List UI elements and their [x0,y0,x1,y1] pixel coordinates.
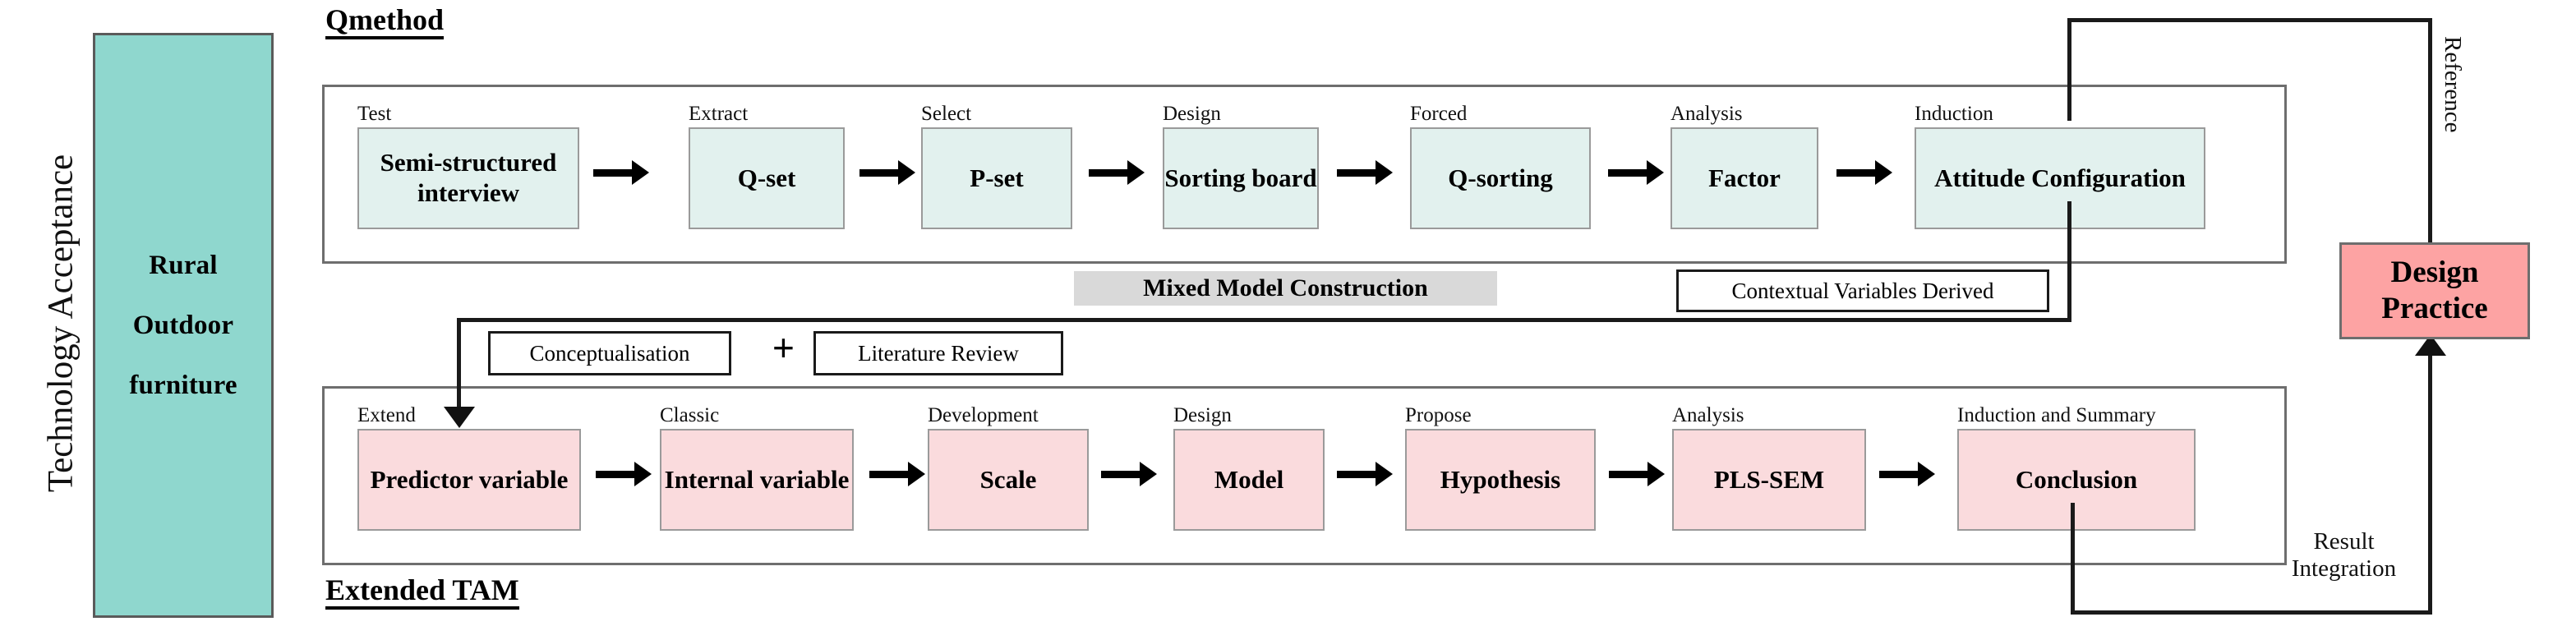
connector-result-down-segment [2071,503,2075,615]
tam-step-6-box[interactable]: PLS-SEM [1672,429,1866,531]
qmethod-step-5-caption: Forced [1410,103,1468,125]
tam-arrow-4 [1337,462,1393,486]
design-practice-line-1: Design [2390,255,2479,289]
connector-reference-up-segment [2067,18,2071,121]
qmethod-step-7-box[interactable]: Attitude Configuration [1915,127,2205,229]
tam-arrow-2 [869,462,925,486]
tam-step-2-caption: Classic [660,404,720,426]
tam-arrow-6 [1879,462,1935,486]
tam-step-7-box[interactable]: Conclusion [1957,429,2196,531]
tam-step-4-box[interactable]: Model [1173,429,1325,531]
result-integration-line-1: Result [2313,528,2375,555]
subject-line-3: furniture [129,370,237,400]
tam-step-1-box[interactable]: Predictor variable [357,429,581,531]
qmethod-row-container [322,85,2287,264]
qmethod-step-7-caption: Induction [1915,103,1993,125]
qmethod-step-2-caption: Extract [689,103,749,125]
qmethod-step-6-caption: Analysis [1670,103,1743,125]
qmethod-step-6-box[interactable]: Factor [1670,127,1818,229]
tam-step-1-caption: Extend [357,404,416,426]
tam-step-5-caption: Propose [1405,404,1472,426]
connector-result-up-segment [2428,356,2432,615]
qmethod-arrow-5 [1608,160,1664,185]
extended-tam-row-container [322,386,2287,565]
qmethod-arrow-3 [1089,160,1145,185]
connector-reference-top-segment [2067,18,2432,22]
connector-predictor-down-segment [457,318,461,421]
subject-line-2: Outdoor [132,310,234,340]
connector-attitude-down-segment [2067,201,2071,320]
tam-arrow-1 [596,462,652,486]
tam-step-2-box[interactable]: Internal variable [660,429,854,531]
result-integration-line-2: Integration [2291,555,2397,582]
tam-arrow-5 [1609,462,1665,486]
connector-reference-down-segment [2428,18,2432,244]
qmethod-section-title: Qmethod [325,5,444,39]
connector-result-horizontal-segment [2071,610,2432,615]
tam-step-7-caption: Induction and Summary [1957,404,2156,426]
reference-connector-label: Reference [2440,36,2466,133]
design-practice-box[interactable]: Design Practice [2339,242,2530,339]
qmethod-step-1-caption: Test [357,103,392,125]
connector-attitude-horizontal-segment [457,318,2071,322]
literature-review-tag[interactable]: Literature Review [813,331,1063,375]
qmethod-step-3-caption: Select [921,103,972,125]
subject-panel: Rural Outdoor furniture [93,33,274,618]
conceptualisation-tag[interactable]: Conceptualisation [488,331,731,375]
qmethod-arrow-2 [859,160,915,185]
tam-arrow-3 [1101,462,1157,486]
qmethod-arrow-4 [1337,160,1393,185]
tam-step-3-caption: Development [928,404,1039,426]
qmethod-step-5-box[interactable]: Q-sorting [1410,127,1591,229]
tam-step-3-box[interactable]: Scale [928,429,1089,531]
tam-step-4-caption: Design [1173,404,1232,426]
plus-icon: + [772,326,795,369]
qmethod-step-3-box[interactable]: P-set [921,127,1072,229]
contextual-variables-derived-tag[interactable]: Contextual Variables Derived [1676,269,2049,312]
qmethod-arrow-6 [1836,160,1892,185]
extended-tam-section-title: Extended TAM [325,575,519,610]
mixed-model-construction-banner: Mixed Model Construction [1074,271,1497,306]
connector-predictor-arrowhead-icon [444,407,475,428]
tam-step-6-caption: Analysis [1672,404,1744,426]
qmethod-step-4-box[interactable]: Sorting board [1163,127,1319,229]
qmethod-arrow-1 [593,160,649,185]
qmethod-step-4-caption: Design [1163,103,1221,125]
subject-line-1: Rural [149,250,218,280]
tam-step-5-box[interactable]: Hypothesis [1405,429,1596,531]
qmethod-step-1-box[interactable]: Semi-structured interview [357,127,579,229]
technology-acceptance-axis-label: Technology Acceptance [41,154,81,493]
design-practice-line-2: Practice [2381,292,2488,325]
qmethod-step-2-box[interactable]: Q-set [689,127,845,229]
result-integration-connector-label: Result Integration [2264,528,2424,583]
